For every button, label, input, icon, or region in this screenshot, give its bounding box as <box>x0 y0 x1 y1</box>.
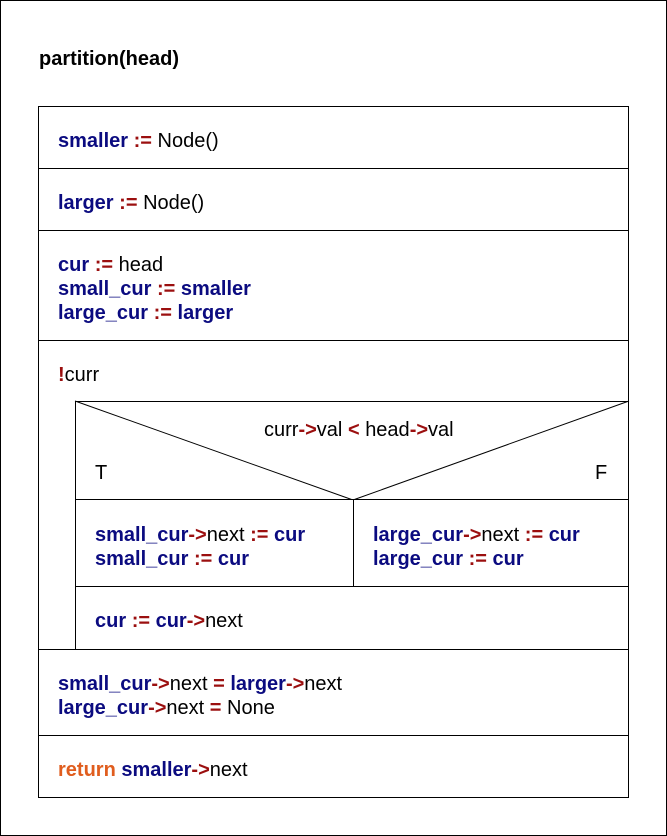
field-val: val <box>428 419 454 441</box>
var-cur: cur <box>95 610 127 632</box>
true-branch-label: T <box>95 462 108 484</box>
var-larger: larger <box>58 192 114 214</box>
op-equals: = <box>213 673 225 695</box>
op-arrow: -> <box>409 419 429 441</box>
var-smaller: smaller <box>58 130 129 152</box>
var-large-cur: large_cur <box>373 548 464 570</box>
op-equals: = <box>209 697 222 719</box>
false-branch-block <box>353 499 629 587</box>
keyword-return: return <box>58 759 116 781</box>
op-assign: := <box>524 524 544 546</box>
var-large-cur: large_cur <box>58 697 149 719</box>
loop-condition: !curr <box>58 363 99 387</box>
false-branch-label: F <box>595 462 608 484</box>
false-branch-line-1: large_cur->next := cur <box>373 523 580 547</box>
field-next: next <box>166 697 205 719</box>
var-small-cur: small_cur <box>58 673 152 695</box>
statement-large-cur-init: large_cur := larger <box>58 301 233 325</box>
var-head: head <box>365 419 410 441</box>
true-branch-line-1: small_cur->next := cur <box>95 523 305 547</box>
statement-small-cur-init: small_cur := smaller <box>58 277 251 301</box>
var-smaller: smaller <box>121 759 192 781</box>
var-small-cur: small_cur <box>95 524 189 546</box>
link-small-to-large: small_cur->next = larger->next <box>58 672 342 696</box>
return-statement: return smaller->next <box>58 758 248 782</box>
value-none: None <box>227 697 275 719</box>
var-head: head <box>118 254 164 276</box>
op-arrow: -> <box>148 697 167 719</box>
field-next: next <box>205 610 243 632</box>
op-assign: := <box>468 548 487 570</box>
terminate-large-list: large_cur->next = None <box>58 696 275 720</box>
op-assign: := <box>250 524 269 546</box>
op-assign: := <box>133 130 152 152</box>
op-arrow: -> <box>188 524 207 546</box>
field-next: next <box>206 524 245 546</box>
op-arrow: -> <box>151 673 170 695</box>
var-cur: cur <box>548 524 580 546</box>
var-smaller: smaller <box>180 278 251 300</box>
op-not: ! <box>58 364 65 386</box>
var-cur: cur <box>274 524 306 546</box>
op-arrow: -> <box>191 759 210 781</box>
var-curr: curr <box>64 364 100 386</box>
var-larger: larger <box>177 302 234 324</box>
op-arrow: -> <box>298 419 317 441</box>
statement-pointers-init <box>38 230 629 341</box>
var-large-cur: large_cur <box>58 302 149 324</box>
advance-cur-text: cur := cur->next <box>95 609 243 633</box>
statement-smaller-init-text: smaller := Node() <box>58 129 219 153</box>
if-condition-box <box>75 401 629 501</box>
advance-cur-block <box>75 586 629 650</box>
op-assign: := <box>131 610 151 632</box>
link-lists-block <box>38 649 629 736</box>
var-larger: larger <box>230 673 286 695</box>
if-condition-text: curr->val < head->val <box>264 418 454 442</box>
op-assign: := <box>156 278 176 300</box>
op-assign: := <box>193 548 213 570</box>
statement-larger-init-text: larger := Node() <box>58 191 204 215</box>
field-val: val <box>316 419 343 441</box>
field-next: next <box>169 673 208 695</box>
field-next: next <box>304 673 343 695</box>
false-branch-line-2: large_cur := cur <box>373 547 524 571</box>
var-cur: cur <box>58 254 90 276</box>
op-assign: := <box>153 302 172 324</box>
op-less-than: < <box>347 419 360 441</box>
return-block <box>38 735 629 798</box>
var-cur: cur <box>155 610 187 632</box>
op-arrow: -> <box>463 524 482 546</box>
call-node: Node() <box>157 130 219 152</box>
var-curr: curr <box>264 419 299 441</box>
var-large-cur: large_cur <box>373 524 464 546</box>
var-cur: cur <box>492 548 524 570</box>
function-title: partition(head) <box>39 48 179 70</box>
op-arrow: -> <box>186 610 206 632</box>
op-arrow: -> <box>285 673 305 695</box>
statement-smaller-init <box>38 106 629 169</box>
true-branch-line-2: small_cur := cur <box>95 547 249 571</box>
statement-larger-init <box>38 168 629 231</box>
field-next: next <box>209 759 248 781</box>
field-next: next <box>481 524 520 546</box>
op-assign: := <box>94 254 114 276</box>
call-node: Node() <box>143 192 205 214</box>
statement-cur-init: cur := head <box>58 253 163 277</box>
var-small-cur: small_cur <box>95 548 189 570</box>
op-assign: := <box>119 192 138 214</box>
var-small-cur: small_cur <box>58 278 152 300</box>
var-cur: cur <box>217 548 249 570</box>
